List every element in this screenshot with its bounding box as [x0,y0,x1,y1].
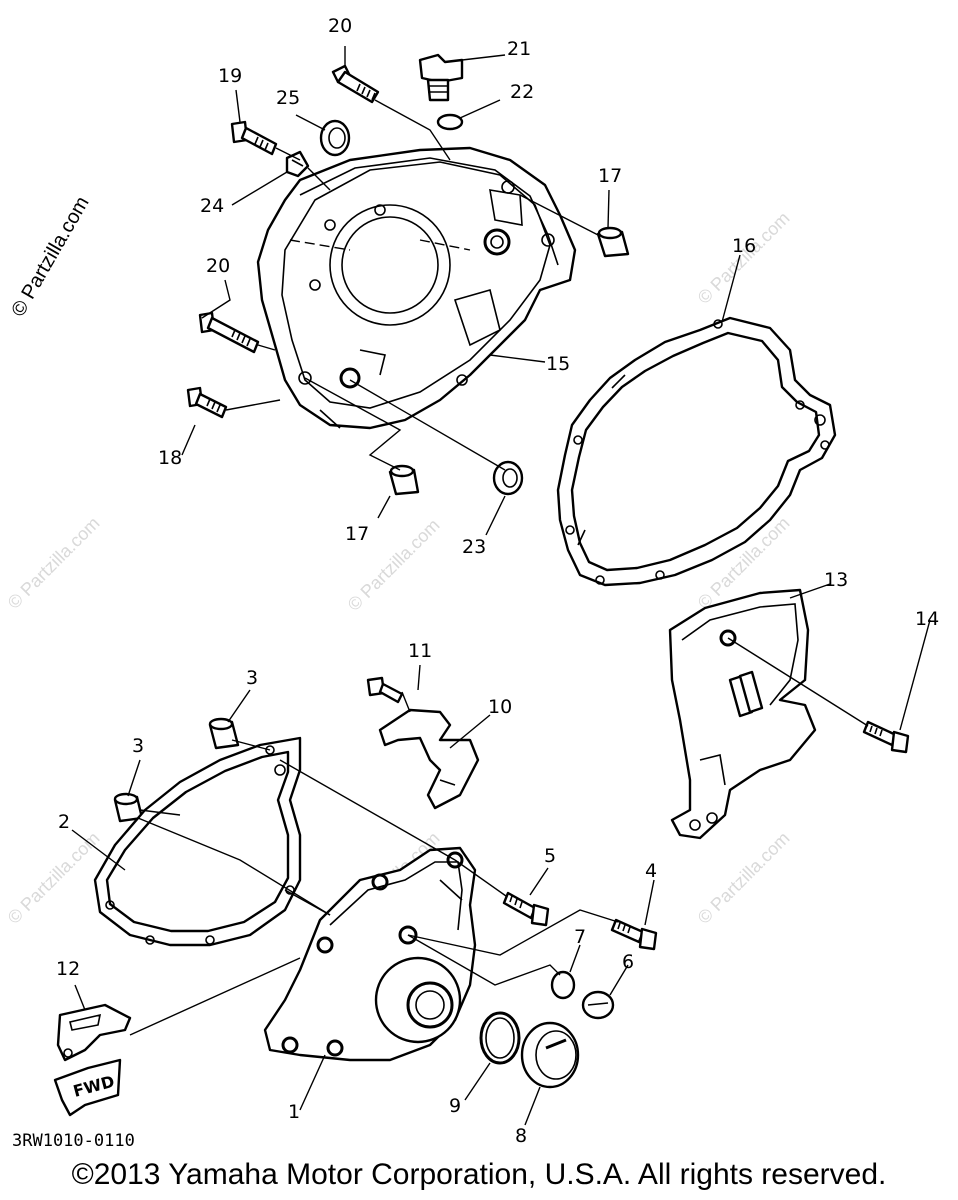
plug-6 [581,990,615,1020]
screw-11 [366,676,404,704]
part-label-15: 15 [546,353,570,375]
copyright-footer: ©2013 Yamaha Motor Corporation, U.S.A. A… [71,1158,887,1191]
part-label-6: 6 [622,951,634,973]
part-label-2: 2 [58,811,70,833]
oil-seal-25 [319,119,351,157]
leader-lines-right [727,583,931,731]
o-ring-9 [479,1011,521,1065]
watermark-left: © Partzilla.com [7,193,93,321]
part-label-21: 21 [507,38,531,60]
part-label-3-lower: 3 [132,735,144,757]
part-label-1: 1 [288,1101,300,1123]
fwd-arrow-icon: FWD [53,1058,122,1117]
part-label-20-left: 20 [206,255,230,277]
part-label-10: 10 [488,696,512,718]
bracket-12 [56,1003,132,1062]
part-label-19: 19 [218,65,242,87]
gasket-16 [556,316,837,587]
generator-cover-1 [263,846,477,1062]
part-label-16: 16 [732,235,756,257]
part-label-18: 18 [158,447,182,469]
part-label-5: 5 [544,845,556,867]
bolt-5 [502,891,550,927]
bolt-14 [862,720,910,754]
crankcase-cover-15 [256,146,577,430]
part-label-12: 12 [56,958,80,980]
part-label-11: 11 [408,640,432,662]
part-label-17-bottom: 17 [345,523,369,545]
part-label-23: 23 [462,536,486,558]
part-label-13: 13 [824,569,848,591]
dowel-17-bottom [388,464,420,496]
bolt-20-left [198,311,260,354]
gasket-2 [93,736,302,947]
part-label-3-upper: 3 [246,667,258,689]
bolt-20-top [331,64,380,104]
leader-lines-lower [71,664,655,1126]
o-ring-22 [436,113,464,131]
drawing-code: 3RW1010-0110 [12,1131,135,1151]
part-label-25: 25 [276,87,300,109]
bolt-18 [186,386,228,419]
dowel-3-upper [208,717,240,750]
oil-cap-21 [418,53,464,102]
part-label-4: 4 [645,860,657,882]
plug-8 [520,1021,580,1089]
o-ring-7 [550,970,576,1000]
leader-lines-upper [181,46,741,536]
bolt-19 [230,120,278,156]
part-number-labels: 20 21 22 19 25 24 17 16 20 15 18 17 23 1… [56,15,939,1147]
oil-seal-23 [492,460,524,496]
part-label-9: 9 [449,1095,461,1117]
part-label-7: 7 [574,926,586,948]
dowel-17-top [596,226,630,258]
part-label-8: 8 [515,1125,527,1147]
bolt-4 [610,918,658,951]
watermark: © Partzilla.com [694,828,794,928]
part-label-20-top: 20 [328,15,352,37]
sprocket-cover-13 [668,588,817,840]
watermark: © Partzilla.com [4,513,104,613]
watermark: © Partzilla.com [694,208,794,308]
part-label-17-top: 17 [598,165,622,187]
bracket-10 [378,708,480,810]
part-label-22: 22 [510,81,534,103]
part-label-24: 24 [200,195,224,217]
part-label-14: 14 [915,608,939,630]
clip-24 [285,150,310,178]
